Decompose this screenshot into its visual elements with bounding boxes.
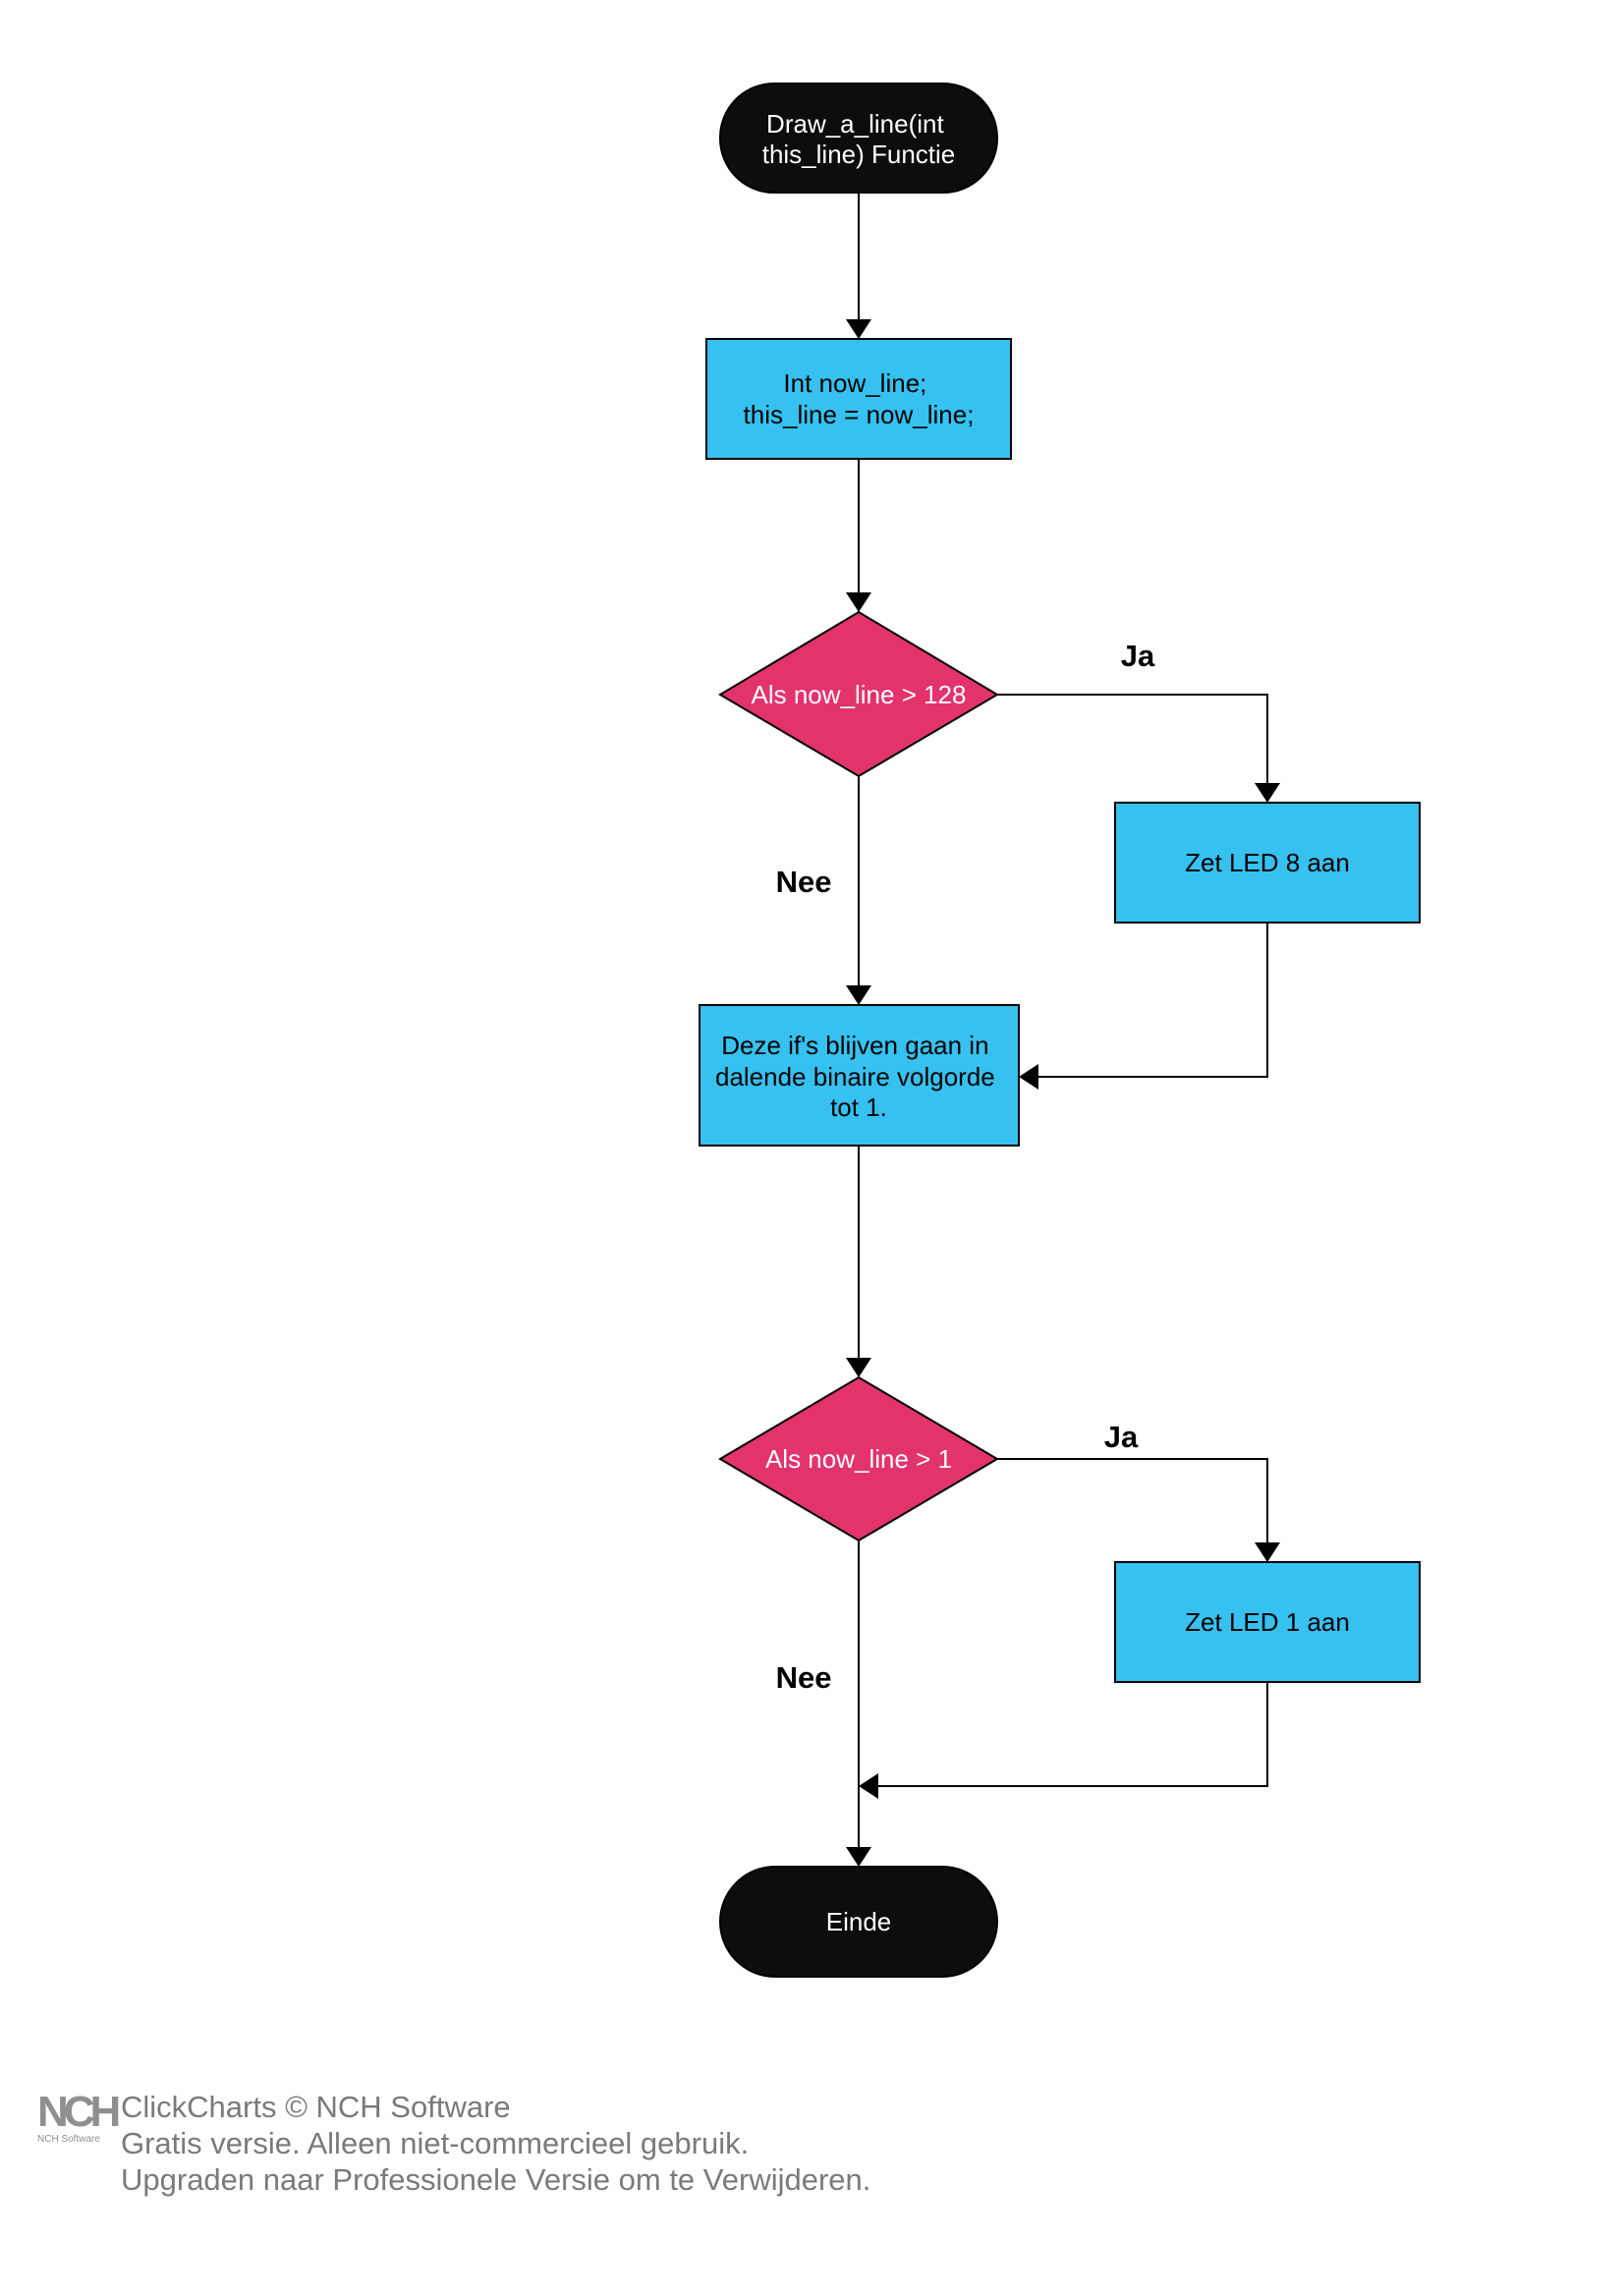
nch-logo-subtext: NCH Software: [37, 2134, 100, 2145]
loop-note-label-line-2: dalende binaire volgorde: [715, 1062, 995, 1092]
edge-decision2-yes: [997, 1458, 1280, 1562]
decision-1-label-line-1: Als now_line > 128: [752, 680, 967, 709]
edge-led1-merge: [859, 1682, 1268, 1799]
decision-2-label: Als now_line > 1: [765, 1444, 952, 1474]
init-process: Int now_line; this_line = now_line;: [705, 338, 1012, 460]
loop-note-process: Deze if's blijven gaan in dalende binair…: [699, 1004, 1020, 1147]
decision-1-no-label: Nee: [776, 865, 832, 899]
init-label-line-2: this_line = now_line;: [744, 400, 975, 429]
watermark-footer: NCH NCH Software ClickCharts © NCH Softw…: [37, 2089, 870, 2198]
loop-note-label-line-3: tot 1.: [830, 1092, 887, 1122]
start-label-line-1: Draw_a_line(int: [766, 109, 944, 139]
nch-logo: NCH NCH Software: [37, 2088, 121, 2198]
watermark-line-3: Upgraden naar Professionele Versie om te…: [121, 2162, 871, 2197]
end-shape: [719, 1866, 998, 1978]
start-label-line-2: this_line) Functie: [762, 140, 956, 169]
led8-shape: [1114, 802, 1421, 924]
led1-label: Zet LED 1 aan: [1185, 1607, 1350, 1637]
decision-1-label: Als now_line > 128: [752, 680, 967, 709]
loop-note-label-line-1: Deze if's blijven gaan in: [721, 1031, 988, 1060]
end-label-line-1: Einde: [826, 1907, 892, 1936]
init-label: Int now_line; this_line = now_line;: [744, 368, 975, 429]
led8-label-line-1: Zet LED 8 aan: [1185, 848, 1350, 877]
init-shape: [705, 338, 1012, 460]
decision-2-no-label: Nee: [776, 1660, 832, 1695]
led8-label: Zet LED 8 aan: [1185, 848, 1350, 877]
init-label-line-1: Int now_line;: [783, 368, 926, 398]
nch-logo-mark: NCH: [37, 2088, 121, 2136]
decision-2-label-line-1: Als now_line > 1: [765, 1444, 952, 1474]
led1-shape: [1114, 1561, 1421, 1683]
led8-process: Zet LED 8 aan: [1114, 802, 1421, 924]
connectors: [846, 193, 1280, 1867]
end-label: Einde: [826, 1907, 892, 1936]
decision-1-yes-label: Ja: [1121, 639, 1155, 673]
edge-decision1-yes: [997, 694, 1280, 803]
loop-note-shape: [699, 1004, 1020, 1147]
start-label: Draw_a_line(int this_line) Functie: [762, 109, 956, 169]
led1-label-line-1: Zet LED 1 aan: [1185, 1607, 1350, 1637]
decision-1: Als now_line > 128: [718, 610, 999, 778]
start-terminator: Draw_a_line(int this_line) Functie: [719, 83, 998, 194]
led1-process: Zet LED 1 aan: [1114, 1561, 1421, 1683]
decision-1-shape: [718, 610, 999, 778]
watermark-text: ClickCharts © NCH Software Gratis versie…: [121, 2089, 870, 2198]
loop-note-label: Deze if's blijven gaan in dalende binair…: [715, 1031, 1002, 1122]
watermark-line-2: Gratis versie. Alleen niet-commercieel g…: [121, 2126, 750, 2160]
decision-2-shape: [718, 1375, 999, 1542]
edge-led8-to-note: [1019, 923, 1268, 1090]
end-terminator: Einde: [719, 1866, 998, 1978]
decision-2: Als now_line > 1: [718, 1375, 999, 1542]
start-shape: [719, 83, 998, 194]
watermark-line-1: ClickCharts © NCH Software: [121, 2090, 511, 2124]
decision-2-yes-label: Ja: [1104, 1420, 1139, 1454]
